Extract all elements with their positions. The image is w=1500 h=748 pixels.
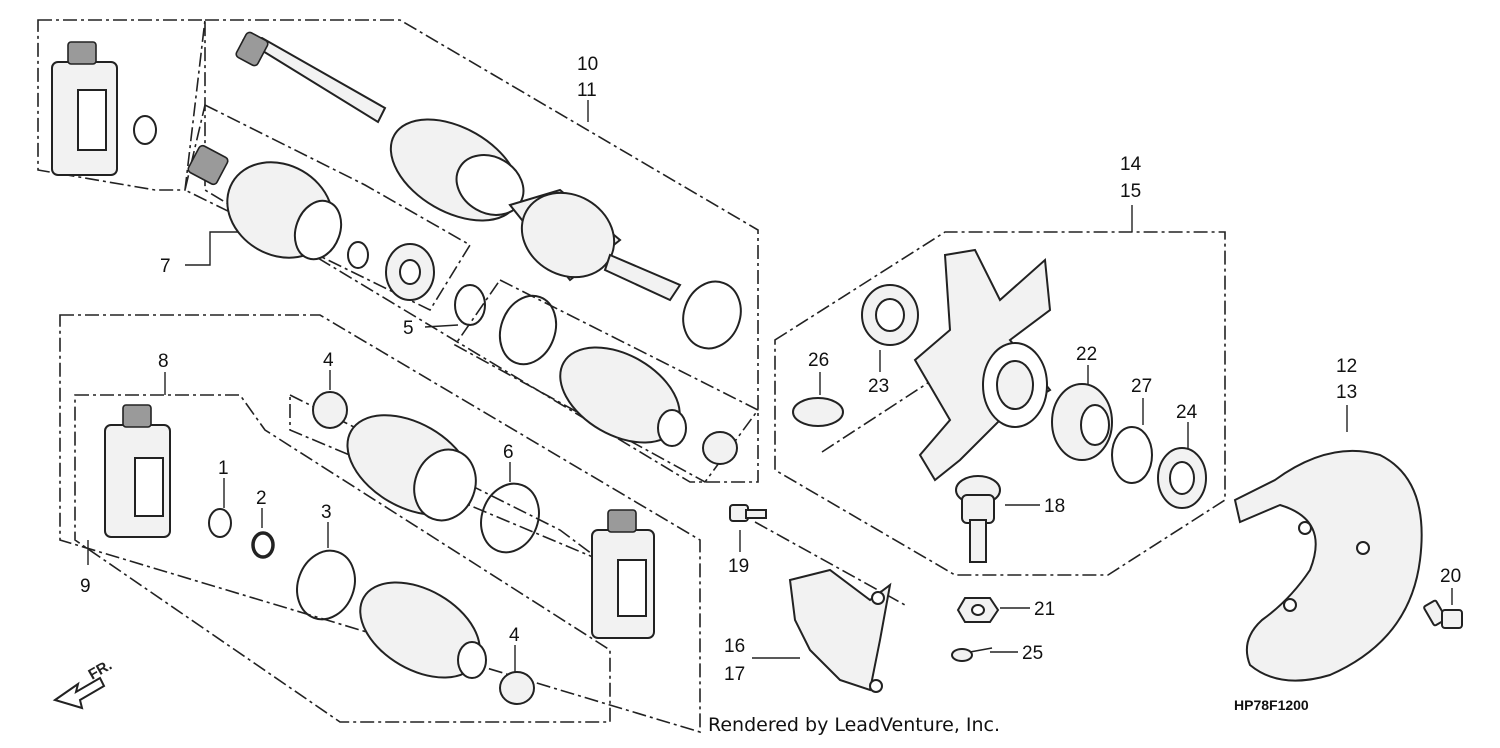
outline-inner-boot-group	[453, 278, 760, 484]
circlip-top	[133, 115, 157, 145]
boot-band-large	[498, 294, 558, 366]
castle-nut-21	[956, 597, 1000, 623]
callout-26: 26	[808, 350, 829, 371]
callout-12: 12	[1336, 356, 1357, 377]
callout-11: 11	[577, 80, 597, 101]
credit-text: Rendered by LeadVenture, Inc.	[708, 714, 1000, 736]
circlip-27	[1111, 426, 1153, 484]
outline-bolt-guide	[754, 521, 906, 606]
circlip-1	[208, 508, 232, 538]
callout-22: 22	[1076, 344, 1097, 365]
callout-20: 20	[1440, 566, 1461, 587]
circlip-5	[454, 284, 486, 326]
ball-joint-18	[955, 475, 1001, 563]
callout-19: 19	[728, 556, 749, 577]
callout-27: 27	[1131, 376, 1152, 397]
leader-7	[185, 231, 250, 266]
boot-band-top	[682, 280, 742, 350]
snap-ring-26	[792, 397, 844, 427]
outer-boot	[346, 414, 477, 522]
callout-2: 2	[256, 488, 267, 509]
boot-band-6	[480, 482, 540, 554]
callout-16: 16	[724, 636, 745, 657]
wheel-bearing-22	[1051, 383, 1113, 461]
bearing-cage	[385, 243, 435, 301]
bolt-19	[729, 504, 767, 522]
grease-bottle-lower	[591, 509, 655, 639]
callout-18: 18	[1044, 496, 1065, 517]
leader-5	[424, 324, 459, 328]
callout-13: 13	[1336, 382, 1357, 403]
callout-9: 9	[80, 576, 91, 597]
boot-band-4a	[312, 391, 348, 429]
inner-boot-lower	[359, 581, 487, 679]
leader-lines	[87, 100, 1453, 672]
outline-boot-subkit-b	[74, 394, 611, 723]
cotter-pin-25	[951, 647, 993, 662]
boot-band-3	[296, 549, 356, 621]
callout-4a: 4	[323, 350, 334, 371]
boot-band-4b	[499, 671, 535, 705]
grease-bottle-top	[51, 41, 118, 176]
inner-boot	[559, 346, 687, 447]
front-direction-arrow: FR.	[52, 657, 115, 710]
callout-21: 21	[1034, 599, 1055, 620]
brake-disc-cover	[1233, 449, 1423, 682]
boot-band-small	[702, 431, 738, 465]
diagram-code: HP78F1200	[1234, 697, 1309, 713]
outline-driveshaft-assembly	[204, 19, 759, 483]
callout-10: 10	[577, 54, 598, 75]
direction-label: FR.	[86, 657, 115, 684]
oil-seal-24	[1157, 447, 1207, 509]
steering-knuckle	[913, 248, 1052, 482]
callout-23: 23	[868, 376, 889, 397]
oil-seal-23	[861, 284, 919, 346]
stopper-ring	[347, 241, 369, 269]
callout-5: 5	[403, 318, 414, 339]
callout-15: 15	[1120, 181, 1141, 202]
callouts: 10 11 7 5 8 9 4 4 6 1 2 3 14 15 26 23 22…	[80, 54, 1461, 685]
callout-6: 6	[503, 442, 514, 463]
callout-8: 8	[158, 351, 169, 372]
callout-1: 1	[218, 458, 229, 479]
callout-14: 14	[1120, 154, 1142, 175]
stopper-ring-2	[251, 531, 275, 559]
callout-24: 24	[1176, 402, 1198, 423]
caliper-bracket	[788, 568, 892, 693]
callout-3: 3	[321, 502, 332, 523]
bolt-20	[1423, 599, 1463, 629]
outline-grease-kit-top	[37, 19, 206, 191]
outline-inner-joint-group	[184, 103, 472, 312]
callout-17: 17	[724, 664, 745, 685]
callout-4b: 4	[509, 625, 520, 646]
driveshaft-main	[235, 31, 742, 350]
callout-25: 25	[1022, 643, 1043, 664]
callout-7: 7	[160, 256, 171, 277]
grease-bottle-mid	[104, 404, 171, 538]
outline-knuckle-assembly	[774, 231, 1226, 576]
inner-joint	[187, 144, 343, 261]
